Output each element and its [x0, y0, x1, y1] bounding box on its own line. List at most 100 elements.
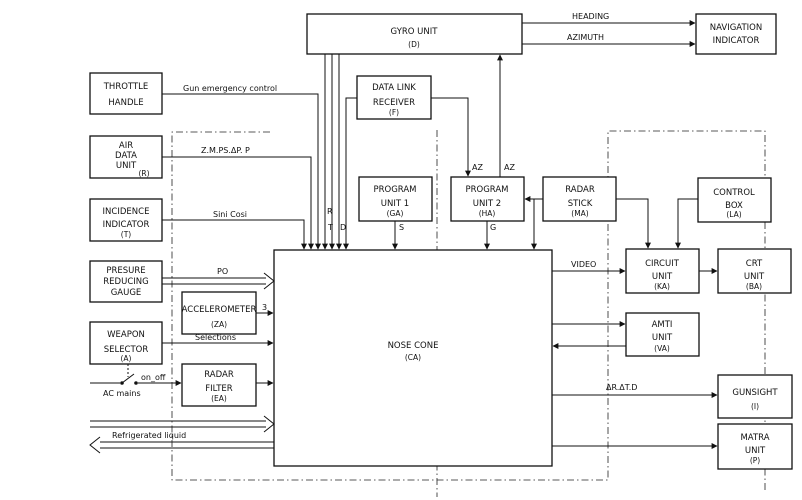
incidence-code: (T)	[121, 230, 132, 239]
amti-unit-code: (VA)	[654, 344, 670, 353]
heading-label: HEADING	[572, 12, 609, 21]
s-label: S	[399, 223, 404, 232]
navigation-indicator-label-1: NAVIGATION	[710, 23, 762, 33]
incidence-line	[162, 219, 307, 250]
amti-unit-block: AMTI UNIT (VA)	[625, 312, 700, 357]
switch-contact-right	[134, 381, 138, 385]
gun-emergency-line	[162, 93, 321, 250]
circuit-unit-code: (KA)	[654, 282, 670, 291]
crt-unit-block: CRT UNIT (BA)	[717, 248, 792, 294]
crt-unit-label-2: UNIT	[744, 272, 765, 282]
amti-unit-label-2: UNIT	[652, 333, 673, 343]
gunsight-code: (I)	[751, 402, 759, 411]
gyro-unit-code: (D)	[408, 40, 420, 49]
program-unit-2-code: (HA)	[479, 209, 496, 218]
az-label-1: AZ	[472, 163, 483, 172]
air-data-label-1: AIR	[119, 141, 133, 151]
data-link-receiver-block: DATA LINK RECEIVER (F)	[356, 75, 432, 120]
weapon-selector-label-2: SELECTOR	[104, 345, 149, 355]
control-box-label-2: BOX	[725, 201, 743, 211]
radar-stick-code: (MA)	[571, 209, 589, 218]
gunsight-label: GUNSIGHT	[732, 388, 778, 398]
pressure-label-1: PRESURE	[106, 266, 145, 276]
ac-mains-label: AC mains	[103, 389, 141, 398]
weapon-selector-block: WEAPON SELECTOR (A)	[89, 321, 163, 365]
pressure-label-3: GAUGE	[111, 288, 142, 298]
throttle-handle-block: THROTTLE HANDLE	[89, 72, 163, 115]
incidence-label-1: INCIDENCE	[103, 207, 150, 217]
switch-blade	[121, 373, 135, 384]
t-label: T	[327, 223, 333, 232]
nose-cone-boundary	[171, 130, 766, 490]
radar-filter-label-2: FILTER	[205, 384, 233, 394]
nose-cone-code: (CA)	[405, 353, 421, 362]
matra-unit-label-1: MATRA	[740, 433, 769, 443]
d-label: D	[340, 223, 346, 232]
data-link-az-line	[431, 97, 471, 177]
crt-unit-code: (BA)	[746, 282, 762, 291]
crt-unit-label-1: CRT	[746, 259, 763, 269]
az-label-2: AZ	[504, 163, 515, 172]
accelerometer-label: ACCELEROMETER	[182, 305, 257, 315]
navigation-indicator-block: NAVIGATION INDICATOR	[695, 13, 777, 55]
navigation-indicator-label-2: INDICATOR	[713, 36, 760, 46]
program-unit-1-label-2: UNIT 1	[381, 199, 409, 209]
data-link-label-1: DATA LINK	[372, 83, 416, 93]
nose-cone-block: NOSE CONE (CA)	[273, 249, 553, 467]
matra-unit-label-2: UNIT	[745, 446, 766, 456]
range-rate-label: ΔR.ΔT.D	[606, 383, 637, 392]
refrigerated-return-arrowhead	[89, 436, 101, 454]
selections-label: Selections	[195, 333, 236, 342]
program-unit-2-label-2: UNIT 2	[473, 199, 501, 209]
accelerometer-code: (ZA)	[211, 320, 227, 329]
radar-filter-code: (EA)	[211, 394, 227, 403]
pressure-reducing-gauge-block: PRESURE REDUCING GAUGE	[89, 260, 163, 303]
accelerometer-block: ACCELEROMETER (ZA)	[181, 291, 257, 335]
air-data-label-3: UNIT	[116, 161, 137, 171]
weapon-selector-label-1: WEAPON	[107, 330, 145, 340]
weapon-selector-code: (A)	[121, 354, 132, 363]
refrigerated-arrowhead	[263, 415, 275, 433]
control-box-block: CONTROL BOX (LA)	[697, 177, 772, 223]
refrigerated-label: Refrigerated liquid	[112, 431, 186, 440]
air-data-code: (R)	[138, 169, 149, 178]
circuit-unit-label-2: UNIT	[652, 272, 673, 282]
radar-filter-label-1: RADAR	[204, 370, 234, 380]
air-data-label-2: DATA	[115, 151, 137, 161]
data-link-to-nose-line	[343, 97, 357, 250]
gyro-unit-block: GYRO UNIT (D)	[306, 13, 523, 55]
incidence-indicator-block: INCIDENCE INDICATOR (T)	[89, 198, 163, 242]
amti-unit-label-1: AMTI	[652, 320, 673, 330]
data-link-code: (F)	[389, 108, 399, 117]
sini-cosi-label: Sini Cosi	[213, 210, 247, 219]
radar-stick-block: RADAR STICK (MA)	[542, 176, 617, 222]
throttle-label-1: THROTTLE	[103, 82, 149, 92]
matra-unit-code: (P)	[750, 456, 760, 465]
gyro-unit-label: GYRO UNIT	[391, 27, 439, 37]
radar-stick-to-circuit-line	[616, 198, 651, 249]
program-unit-1-code: (GA)	[387, 209, 404, 218]
throttle-label-2: HANDLE	[108, 98, 143, 108]
program-unit-1-block: PROGRAM UNIT 1 (GA)	[358, 176, 433, 222]
program-unit-2-block: PROGRAM UNIT 2 (HA)	[450, 176, 525, 222]
control-box-code: (LA)	[726, 210, 741, 219]
g-label: G	[490, 223, 496, 232]
incidence-label-2: INDICATOR	[103, 220, 150, 230]
control-box-to-circuit-line	[675, 198, 698, 249]
po-label: PO	[217, 267, 228, 276]
accel-3-label: 3	[262, 303, 267, 312]
radar-filter-block: RADAR FILTER (EA)	[181, 363, 257, 407]
gunsight-block: GUNSIGHT (I)	[717, 374, 793, 419]
circuit-unit-block: CIRCUIT UNIT (KA)	[625, 248, 700, 294]
air-data-line	[162, 156, 314, 250]
circuit-unit-label-1: CIRCUIT	[645, 259, 680, 269]
po-arrowhead	[263, 272, 275, 290]
azimuth-label: AZIMUTH	[567, 33, 604, 42]
program-unit-1-label-1: PROGRAM	[373, 185, 416, 195]
gun-emergency-label: Gun emergency control	[183, 84, 277, 93]
program-unit-2-label-1: PROGRAM	[465, 185, 508, 195]
matra-unit-block: MATRA UNIT (P)	[717, 423, 793, 470]
radar-stick-label-2: STICK	[568, 199, 593, 209]
data-link-label-2: RECEIVER	[373, 98, 415, 108]
